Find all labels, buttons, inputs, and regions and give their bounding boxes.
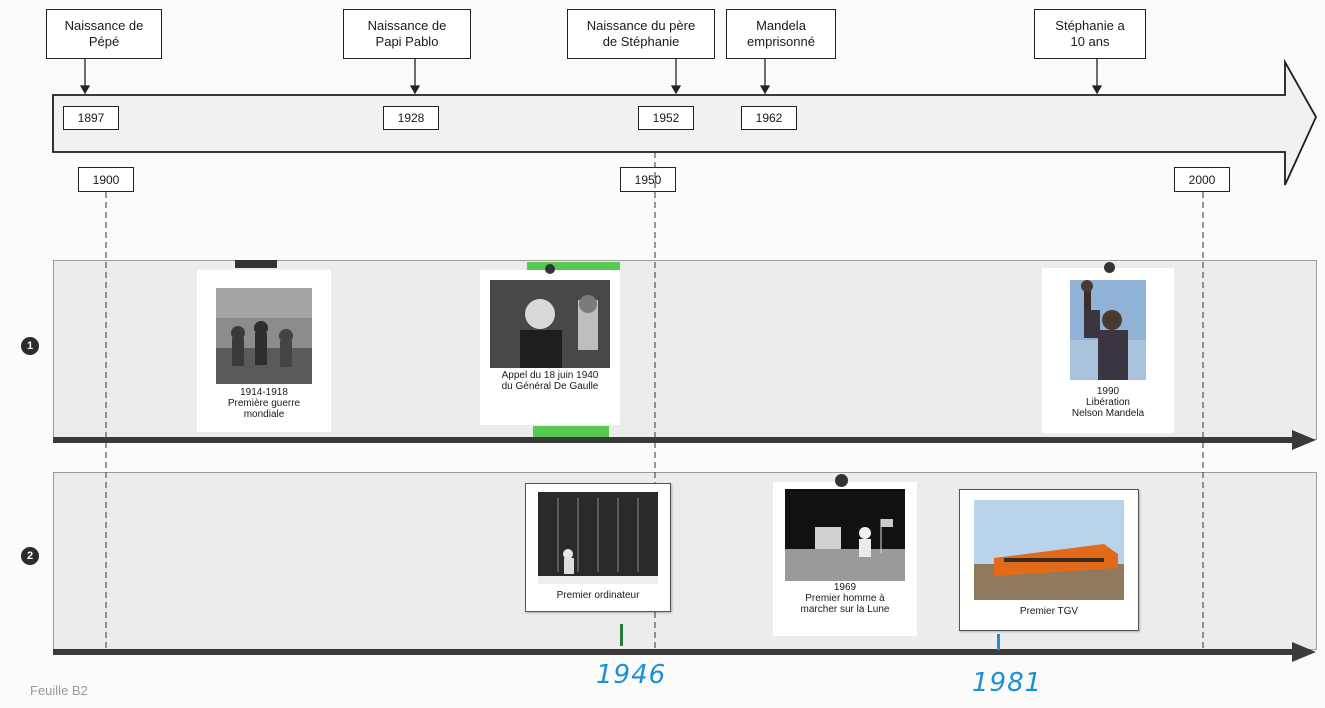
event-label-pablo: Naissance de Papi Pablo (343, 9, 471, 59)
year-1928: 1928 (383, 106, 439, 130)
event-label-pere: Naissance du père de Stéphanie (567, 9, 715, 59)
card-lune: 1969 Premier homme à marcher sur la Lune (773, 474, 917, 636)
scale-2000: 2000 (1174, 167, 1230, 192)
scale-1950: 1950 (620, 167, 676, 192)
scale-1900: 1900 (78, 167, 134, 192)
tgv-caption: Premier TGV (1019, 606, 1079, 617)
event-label-pepe: Naissance de Pépé (46, 9, 162, 59)
year-1962: 1962 (741, 106, 797, 130)
mandela-photo (1070, 280, 1146, 380)
lune-photo (785, 489, 905, 581)
card-ordinateur: Premier ordinateur (525, 483, 671, 612)
degaulle-photo (490, 280, 610, 368)
row2-axis (53, 649, 1296, 655)
card-degaulle: Appel du 18 juin 1940 du Général De Gaul… (480, 264, 620, 425)
row-1-number: 1 (21, 337, 39, 355)
handwritten-1946: 1946 (596, 660, 667, 690)
lune-caption: 1969 Premier homme à marcher sur la Lune (800, 582, 890, 615)
ww1-caption: 1914-1918 Première guerre mondiale (227, 387, 301, 420)
degaulle-caption: Appel du 18 juin 1940 du Général De Gaul… (501, 370, 599, 392)
event-label-mandela: Mandela emprisonné (726, 9, 836, 59)
mandela-caption: 1990 Libération Nelson Mandela (1071, 386, 1145, 419)
card-ww1: 1914-1918 Première guerre mondiale (197, 260, 331, 432)
tgv-photo (974, 500, 1124, 600)
card-mandela: 1990 Libération Nelson Mandela (1042, 262, 1174, 433)
sheet-footer: Feuille B2 (30, 683, 88, 698)
year-1897: 1897 (63, 106, 119, 130)
row1-axis (53, 437, 1296, 443)
ordinateur-photo (538, 492, 658, 584)
event-label-stephanie: Stéphanie a 10 ans (1034, 9, 1146, 59)
ordinateur-caption: Premier ordinateur (556, 590, 640, 601)
handwritten-1981: 1981 (972, 668, 1043, 698)
row-2-number: 2 (21, 547, 39, 565)
year-1952: 1952 (638, 106, 694, 130)
ww1-photo (216, 288, 312, 384)
card-tgv: Premier TGV (959, 489, 1139, 631)
